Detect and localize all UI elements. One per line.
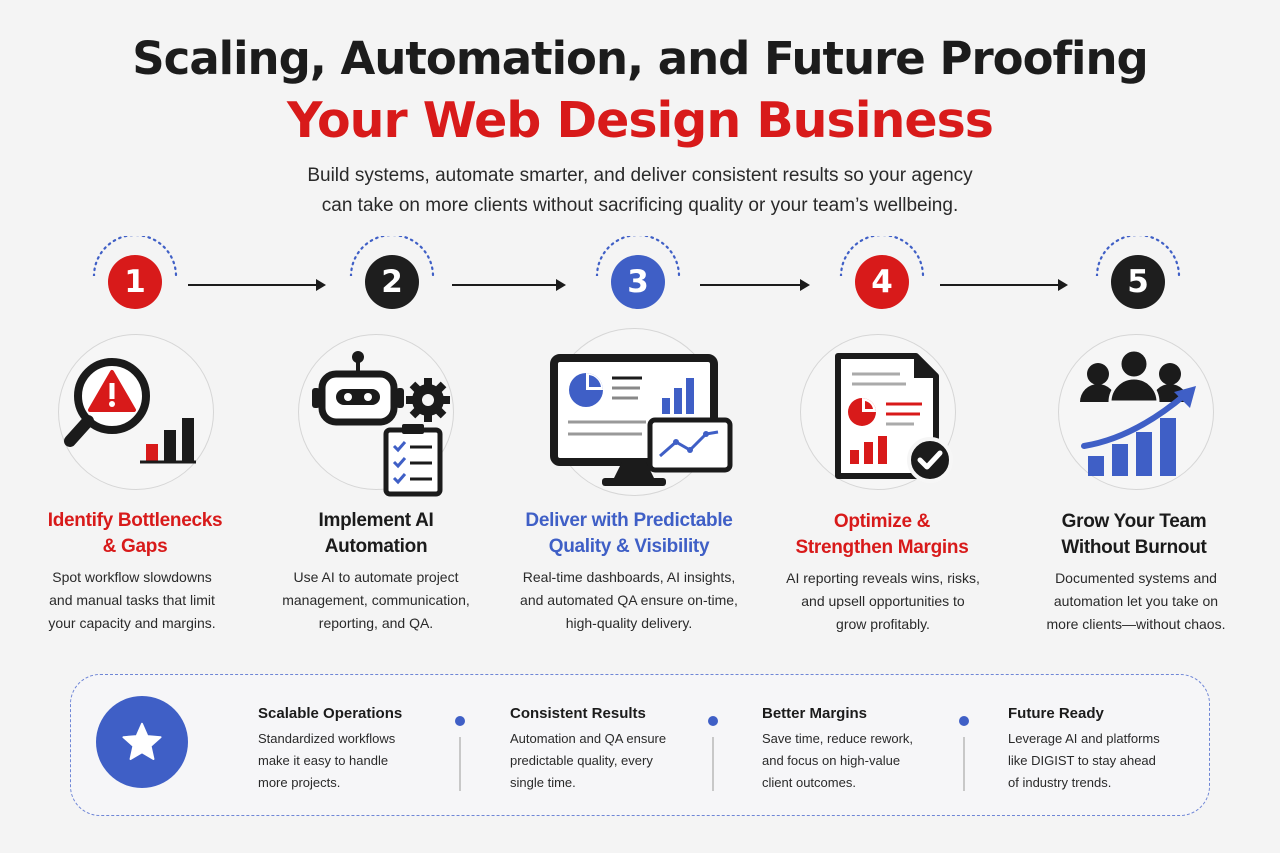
separator-dot-line — [455, 716, 465, 791]
step-3-title: Deliver with Predictable Quality & Visib… — [509, 508, 749, 560]
description-line: more clients—without chaos. — [1046, 616, 1226, 632]
step-4-badge: 4 — [837, 236, 927, 316]
benefit-title: Future Ready — [1008, 705, 1104, 722]
report-document-check-icon — [835, 353, 953, 483]
benefit-scalable-operations: Scalable Operations Standardized workflo… — [258, 705, 458, 794]
benefit-line: Leverage AI and platforms — [1008, 731, 1160, 746]
step-5-badge: 5 — [1093, 236, 1183, 316]
arrow-right-icon — [188, 279, 326, 291]
step-title-line: Quality & Visibility — [548, 536, 710, 557]
separator-dot-line — [708, 716, 718, 791]
description-line: Real-time dashboards, AI insights, — [522, 569, 736, 585]
step-5-title: Grow Your Team Without Burnout — [1014, 509, 1254, 561]
description-line: reporting, and QA. — [318, 615, 434, 631]
benefit-description: Automation and QA ensure predictable qua… — [510, 728, 710, 794]
description-line: AI reporting reveals wins, risks, — [786, 570, 980, 586]
benefit-line: of industry trends. — [1008, 775, 1112, 790]
dotted-arc-icon — [839, 236, 925, 276]
step-3-description: Real-time dashboards, AI insights, and a… — [514, 566, 744, 635]
step-number: 5 — [1111, 255, 1165, 309]
benefit-line: Save time, reduce rework, — [762, 731, 914, 746]
benefit-title: Consistent Results — [510, 705, 646, 722]
step-title-line: Identify Bottlenecks — [47, 510, 223, 531]
benefit-line: Standardized workflows — [258, 731, 396, 746]
benefit-title: Better Margins — [762, 705, 868, 722]
separator-dot-line — [959, 716, 969, 791]
description-line: and automated QA ensure on-time, — [520, 592, 738, 608]
description-line: Documented systems and — [1055, 570, 1217, 586]
benefit-line: Automation and QA ensure — [510, 731, 667, 746]
benefit-consistent-results: Consistent Results Automation and QA ens… — [510, 705, 710, 794]
benefit-line: and focus on high-value — [762, 753, 901, 768]
page-subtitle: Build systems, automate smarter, and del… — [240, 161, 1040, 221]
description-line: and manual tasks that limit — [49, 592, 215, 608]
subtitle-line-2: can take on more clients without sacrifi… — [321, 195, 959, 216]
step-1-badge: 1 — [90, 236, 180, 316]
step-title-line: Grow Your Team — [1061, 511, 1207, 532]
benefit-line: predictable quality, every — [510, 753, 653, 768]
benefit-title: Scalable Operations — [258, 705, 403, 722]
description-line: and upsell opportunities to — [801, 593, 965, 609]
step-1-title: Identify Bottlenecks & Gaps — [15, 508, 255, 560]
step-title-line: & Gaps — [102, 536, 168, 557]
benefit-line: like DIGIST to stay ahead — [1008, 753, 1156, 768]
subtitle-line-1: Build systems, automate smarter, and del… — [307, 165, 973, 186]
benefit-line: more projects. — [258, 775, 341, 790]
step-title-line: Optimize & — [833, 511, 931, 532]
star-icon — [122, 722, 162, 761]
robot-gear-checklist-icon — [312, 351, 450, 497]
page-title-line-2: Your Web Design Business — [287, 92, 994, 149]
dotted-arc-icon — [349, 236, 435, 276]
monitor-dashboard-icon — [550, 354, 733, 486]
arrow-right-icon — [940, 279, 1068, 291]
step-title-line: Automation — [324, 536, 428, 557]
benefit-line: single time. — [510, 775, 576, 790]
process-steps: 1 2 3 4 5 — [0, 236, 1280, 656]
step-number: 3 — [611, 255, 665, 309]
arrow-right-icon — [452, 279, 566, 291]
magnifier-warning-chart-icon — [64, 358, 196, 464]
description-line: grow profitably. — [836, 616, 930, 632]
step-2-badge: 2 — [347, 236, 437, 316]
description-line: high-quality delivery. — [565, 615, 693, 631]
dotted-arc-icon — [1095, 236, 1181, 276]
description-line: Use AI to automate project — [293, 569, 459, 585]
benefit-line: make it easy to handle — [258, 753, 389, 768]
benefits-panel: Scalable Operations Standardized workflo… — [70, 674, 1210, 816]
step-title-line: Without Burnout — [1061, 537, 1207, 558]
step-title-line: Strengthen Margins — [795, 537, 969, 558]
dotted-arc-icon — [92, 236, 178, 276]
benefit-better-margins: Better Margins Save time, reduce rework,… — [762, 705, 962, 794]
step-5-description: Documented systems and automation let yo… — [1021, 567, 1251, 636]
step-number: 1 — [108, 255, 162, 309]
step-number: 4 — [855, 255, 909, 309]
star-badge — [96, 696, 188, 788]
description-line: your capacity and margins. — [48, 615, 216, 631]
benefit-description: Standardized workflows make it easy to h… — [258, 728, 458, 794]
step-title-line: Deliver with Predictable — [525, 510, 733, 531]
dotted-arc-icon — [595, 236, 681, 276]
step-title-line: Implement AI — [318, 510, 434, 531]
benefit-line: client outcomes. — [762, 775, 856, 790]
step-2-title: Implement AI Automation — [256, 508, 496, 560]
step-4-title: Optimize & Strengthen Margins — [762, 509, 1002, 561]
step-4-description: AI reporting reveals wins, risks, and up… — [768, 567, 998, 636]
benefit-future-ready: Future Ready Leverage AI and platforms l… — [1008, 705, 1208, 794]
description-line: automation let you take on — [1053, 593, 1219, 609]
page-title-line-1: Scaling, Automation, and Future Proofing — [132, 32, 1149, 85]
benefit-description: Save time, reduce rework, and focus on h… — [762, 728, 962, 794]
step-2-description: Use AI to automate project management, c… — [261, 566, 491, 635]
benefit-description: Leverage AI and platforms like DIGIST to… — [1008, 728, 1208, 794]
step-1-description: Spot workflow slowdowns and manual tasks… — [17, 566, 247, 635]
description-line: Spot workflow slowdowns — [52, 569, 212, 585]
step-3-badge: 3 — [593, 236, 683, 316]
arrow-right-icon — [700, 279, 810, 291]
team-growth-chart-icon — [1080, 348, 1196, 476]
step-number: 2 — [365, 255, 419, 309]
description-line: management, communication, — [282, 592, 470, 608]
